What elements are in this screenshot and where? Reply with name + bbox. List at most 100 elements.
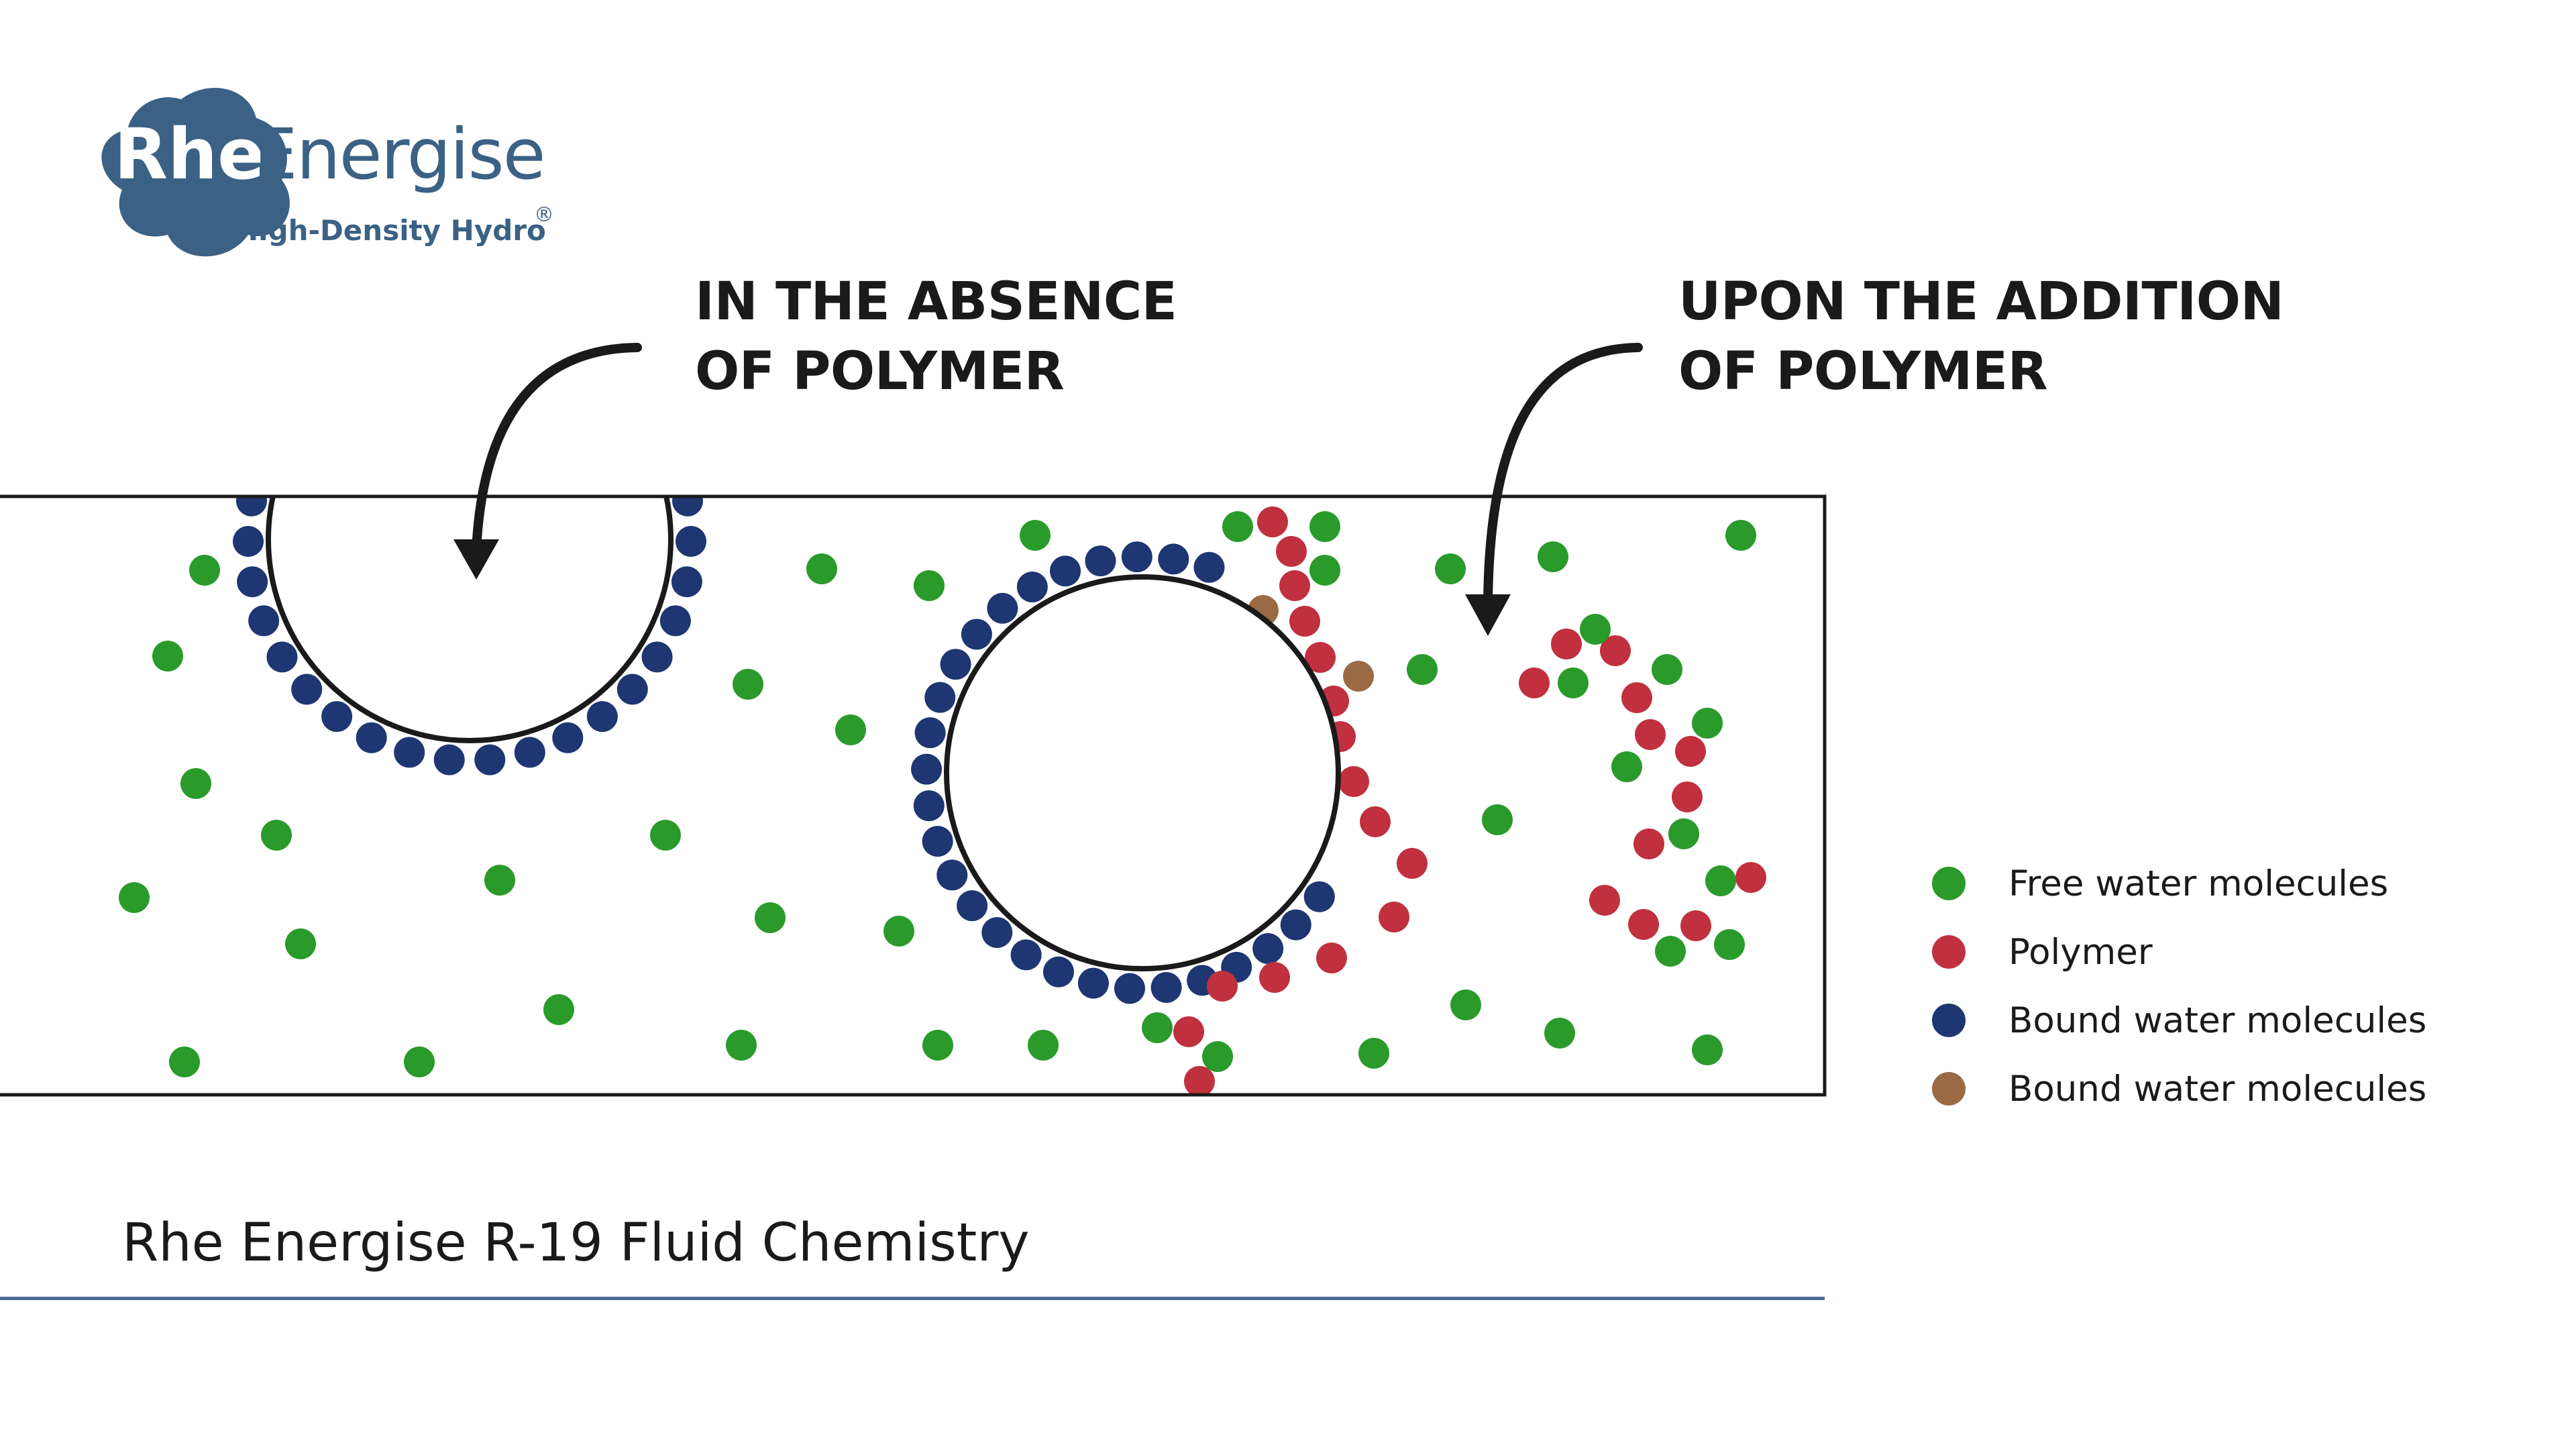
- free-water-molecule: [1652, 654, 1682, 685]
- polymer-molecule: [1628, 909, 1659, 940]
- free-water-molecule: [1028, 1030, 1059, 1061]
- free-water-molecule: [883, 916, 914, 947]
- free-water-molecule: [180, 768, 211, 799]
- polymer-molecule: [1672, 782, 1703, 812]
- bound-water-molecule: [940, 649, 971, 680]
- free-water-molecule: [914, 570, 945, 601]
- bound-water-molecule: [514, 737, 545, 768]
- free-water-molecule: [922, 1030, 953, 1061]
- logo-blob-shape: [101, 88, 290, 257]
- figure-caption: Rhe Energise R-19 Fluid Chemistry: [122, 1213, 1030, 1273]
- polymer-molecule: [1305, 642, 1336, 673]
- polymer-molecule: [1519, 667, 1550, 698]
- polymer-molecule: [1635, 719, 1666, 750]
- free-water-molecule: [285, 928, 316, 959]
- polymer-molecule: [1397, 848, 1428, 879]
- free-water-molecule: [1705, 865, 1736, 896]
- particle-layer: [266, 496, 1341, 971]
- free-water-molecule: [1407, 654, 1438, 685]
- polymer-molecule: [1184, 1066, 1215, 1095]
- bound-water-molecule: [936, 859, 968, 891]
- curved-arrow-right-icon: [1465, 343, 1643, 636]
- heading-left-line1: IN THE ABSENCE: [695, 272, 1177, 332]
- polymer-molecule: [1551, 629, 1582, 659]
- bound-water-molecule: [1150, 972, 1182, 1004]
- bound-water-molecule: [671, 566, 702, 598]
- polymer-molecule: [1276, 536, 1307, 567]
- bound-water-molecule: [672, 496, 703, 517]
- legend-label: Bound water molecules: [2008, 1000, 2427, 1041]
- logo-energise-text: Energise: [254, 113, 545, 195]
- heading-left-line2: OF POLYMER: [695, 341, 1065, 402]
- legend-label: Free water molecules: [2008, 863, 2389, 904]
- free-water-molecule: [1435, 553, 1466, 584]
- free-water-molecule: [261, 820, 292, 851]
- bound-water-molecule: [987, 592, 1018, 624]
- bound-water-molecule: [394, 737, 425, 768]
- free-water-molecule: [1309, 555, 1340, 586]
- free-water-molecule: [484, 865, 515, 896]
- free-water-molecule: [152, 641, 183, 672]
- bound-water-molecule: [291, 674, 323, 705]
- free-water-molecule: [1482, 804, 1513, 835]
- free-water-molecule: [543, 994, 574, 1025]
- legend-item-bound-water-brown: Bound water molecules: [1932, 1055, 2426, 1123]
- legend-dot-brown: [1932, 1072, 1966, 1106]
- polymer-molecule: [1675, 736, 1706, 767]
- bound-water-molecule: [433, 744, 465, 775]
- bound-water-molecule: [1121, 541, 1152, 573]
- polymer-molecule: [1173, 1016, 1204, 1047]
- bound-water-molecule: [1252, 933, 1284, 965]
- polymer-molecule: [1207, 971, 1238, 1002]
- bound-water-molecule: [237, 566, 268, 598]
- bound-water-molecule: [266, 641, 298, 673]
- bound-water-molecule: [616, 674, 648, 705]
- legend: Free water molecules Polymer Bound water…: [1932, 849, 2426, 1123]
- free-water-molecule: [1655, 936, 1686, 967]
- free-water-molecule: [1309, 511, 1340, 542]
- legend-label: Polymer: [2008, 931, 2153, 973]
- free-water-molecule: [1611, 751, 1642, 782]
- bound-water-molecule: [961, 619, 992, 650]
- polymer-molecule: [1600, 635, 1631, 666]
- bound-water-molecule: [922, 826, 953, 857]
- polymer-molecule: [1257, 506, 1288, 537]
- legend-dot-blue: [1932, 1004, 1966, 1037]
- polymer-molecule: [1360, 806, 1391, 837]
- polymer-molecule: [1680, 910, 1711, 941]
- legend-dot-red: [1932, 935, 1966, 969]
- free-water-molecule: [1358, 1038, 1389, 1069]
- free-water-molecule: [726, 1030, 757, 1061]
- heading-addition-of-polymer: UPON THE ADDITION OF POLYMER: [1678, 267, 2284, 407]
- bound-water-molecule: [1114, 973, 1145, 1004]
- free-water-molecule: [404, 1046, 435, 1077]
- bound-water-molecule: [981, 917, 1013, 949]
- free-water-molecule: [1544, 1018, 1575, 1049]
- polymer-molecule: [1259, 962, 1290, 993]
- bound-water-molecule: [321, 701, 353, 733]
- logo-registered-mark: ®: [534, 203, 554, 227]
- bound-water-molecule: [924, 682, 956, 713]
- bound-water-molecule: [474, 744, 506, 775]
- bound-water-molecule: [233, 526, 264, 557]
- free-water-molecule: [119, 882, 150, 913]
- bound-water-molecule: [236, 496, 268, 517]
- polymer-molecule: [1735, 862, 1766, 893]
- free-water-molecule: [1692, 708, 1723, 739]
- bound-water-molecule: [248, 605, 280, 637]
- legend-dot-green: [1932, 867, 1966, 900]
- legend-item-free-water: Free water molecules: [1932, 849, 2426, 918]
- polymer-molecule: [1338, 766, 1369, 797]
- free-water-molecule: [835, 714, 866, 745]
- free-water-molecule: [1202, 1041, 1233, 1072]
- free-water-molecule: [1020, 520, 1051, 551]
- polymer-molecule: [1279, 570, 1310, 601]
- bound-water-molecule: [957, 890, 988, 922]
- free-water-molecule: [1668, 818, 1699, 849]
- bound-water-molecule: [675, 526, 706, 557]
- molecule-layer: [119, 496, 1766, 1095]
- legend-label: Bound water molecules: [2008, 1068, 2427, 1110]
- free-water-molecule: [169, 1046, 200, 1077]
- caption-rule: [0, 1297, 1825, 1300]
- free-water-molecule: [1725, 520, 1756, 551]
